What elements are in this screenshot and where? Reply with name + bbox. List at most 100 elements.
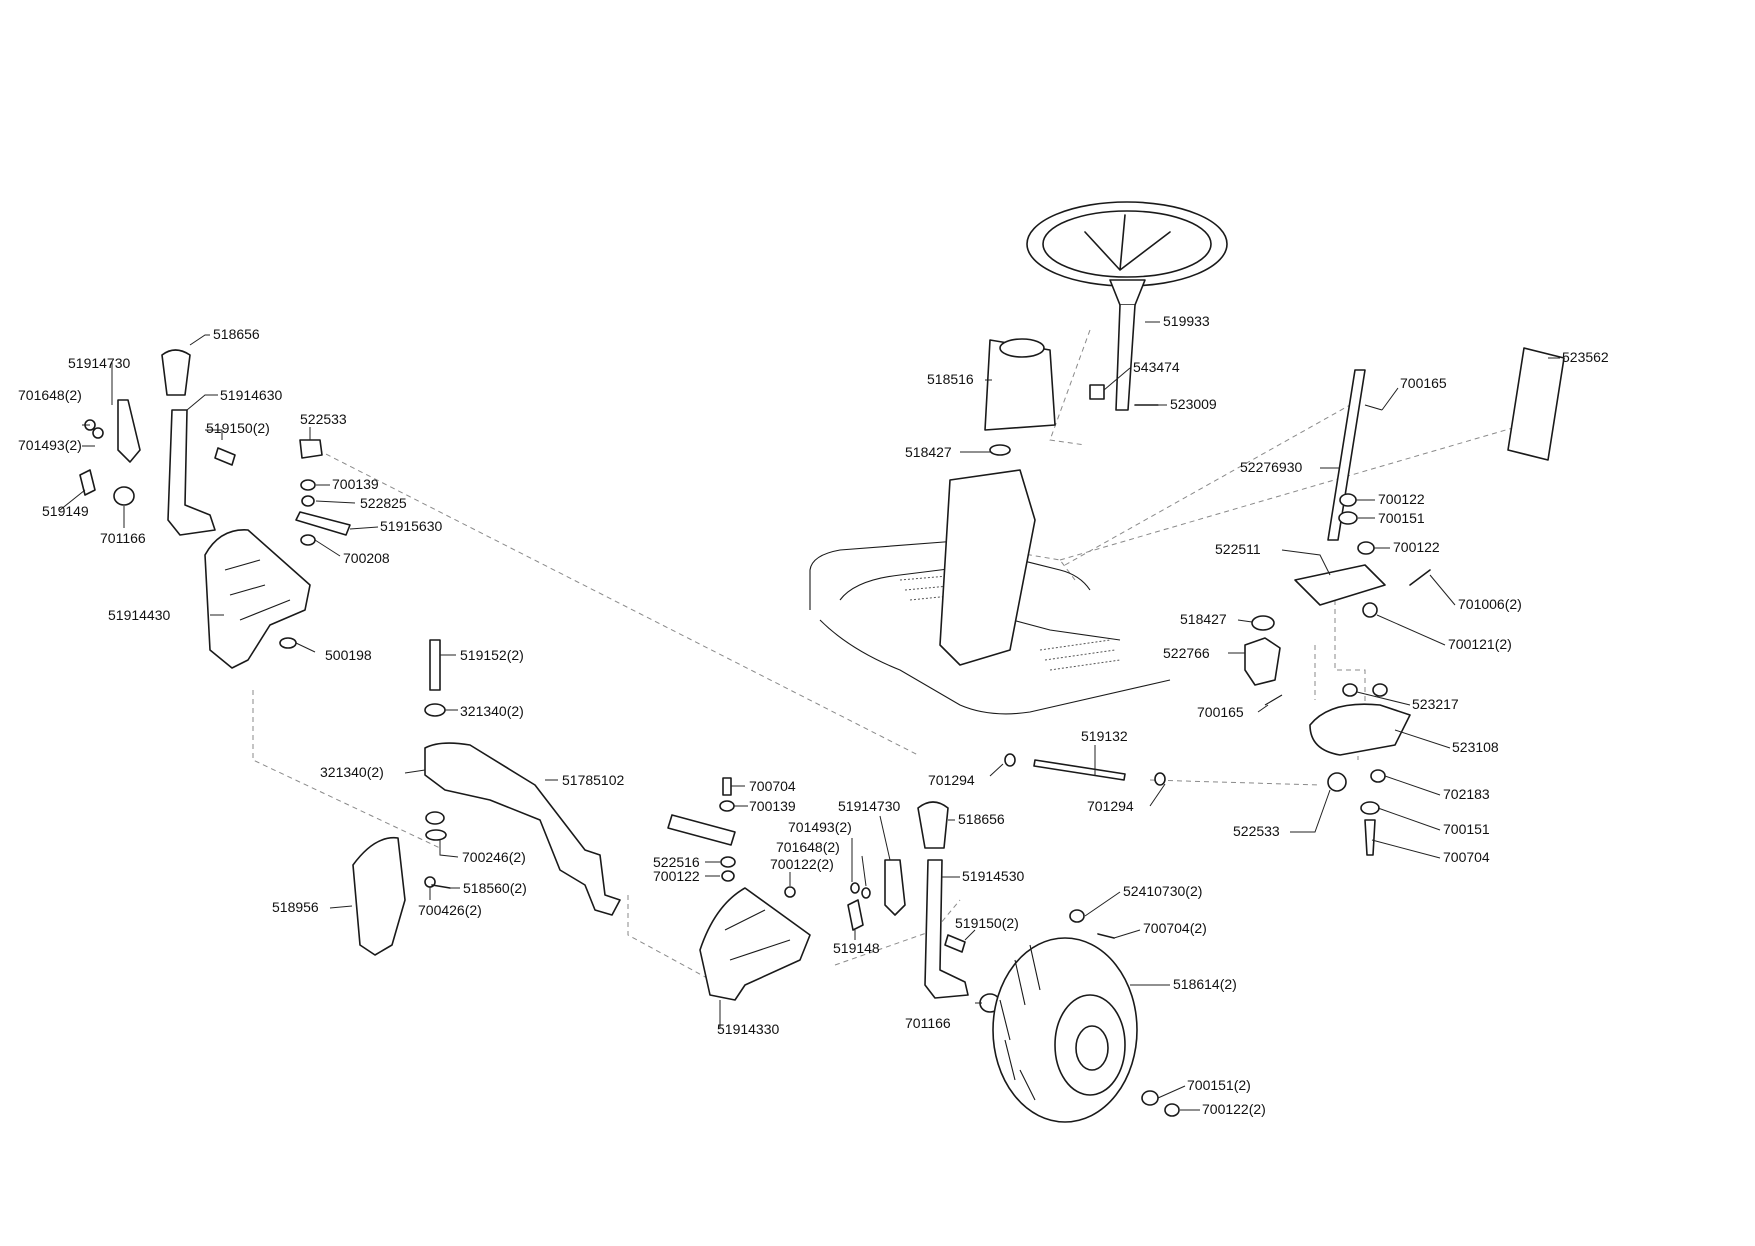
bushing-52410730 — [1069, 909, 1085, 923]
label-701648: 701648(2) — [18, 387, 82, 403]
bushing-518427b — [1251, 615, 1275, 631]
sector-gear-523108 — [1309, 703, 1411, 756]
label-321340: 321340(2) — [460, 703, 524, 719]
ring-701166a — [113, 486, 135, 506]
label-701493: 701493(2) — [788, 819, 852, 835]
axle-51785102 — [424, 742, 621, 916]
nut-700122c — [1164, 1103, 1180, 1117]
label-702183: 702183 — [1443, 786, 1490, 802]
knob-518656a — [161, 349, 191, 396]
washer-701493a — [92, 427, 104, 439]
label-52276930: 52276930 — [1240, 459, 1303, 475]
king-pin-519152 — [429, 639, 441, 691]
label-518427: 518427 — [1180, 611, 1227, 627]
label-701166: 701166 — [905, 1015, 951, 1031]
clip-701648b — [861, 887, 871, 899]
label-700704: 700704 — [1443, 849, 1490, 865]
nut-700122a — [721, 870, 735, 882]
label-700122: 700122(2) — [1202, 1101, 1266, 1117]
label-701648: 701648(2) — [776, 839, 840, 855]
label-700426: 700426(2) — [418, 902, 482, 918]
label-522533: 522533 — [300, 411, 347, 427]
bracket-51914730b — [884, 859, 906, 916]
clip-700246 — [425, 829, 447, 841]
key-543474 — [1089, 384, 1105, 400]
label-51785102: 51785102 — [562, 772, 625, 788]
label-701006: 701006(2) — [1458, 596, 1522, 612]
label-700122: 700122 — [1378, 491, 1425, 507]
label-543474: 543474 — [1133, 359, 1180, 375]
label-700121: 700121(2) — [1448, 636, 1512, 652]
label-519933: 519933 — [1163, 313, 1210, 329]
label-51914530: 51914530 — [962, 868, 1025, 884]
label-700122: 700122 — [1393, 539, 1440, 555]
label-701493: 701493(2) — [18, 437, 82, 453]
label-519150: 519150(2) — [955, 915, 1019, 931]
label-500198: 500198 — [325, 647, 372, 663]
label-522511: 522511 — [1215, 541, 1261, 557]
label-700704: 700704(2) — [1143, 920, 1207, 936]
label-51914630: 51914630 — [220, 387, 283, 403]
label-518427: 518427 — [905, 444, 952, 460]
steering-wheel-519933 — [1026, 201, 1228, 411]
label-523217: 523217 — [1412, 696, 1459, 712]
label-522516: 522516 — [653, 854, 700, 870]
bolt-701006 — [1409, 569, 1431, 586]
right-lever-assembly — [847, 801, 1001, 1013]
ball-joint-522533a — [299, 439, 323, 459]
spacer-522516 — [720, 856, 736, 868]
bracket-51914730a — [117, 399, 141, 463]
label-518656: 518656 — [958, 811, 1005, 827]
bolt-518560 — [431, 884, 451, 889]
label-700165: 700165 — [1197, 704, 1244, 720]
label-519149: 519149 — [42, 503, 89, 519]
label-700151: 700151(2) — [1187, 1077, 1251, 1093]
label-523009: 523009 — [1170, 396, 1217, 412]
label-700165: 700165 — [1400, 375, 1447, 391]
label-700246: 700246(2) — [462, 849, 526, 865]
ball-joint-522533b — [1327, 772, 1347, 792]
label-519152: 519152(2) — [460, 647, 524, 663]
label-518560: 518560(2) — [463, 880, 527, 896]
steering-column-tower — [939, 338, 1056, 666]
washer-700208 — [300, 534, 316, 546]
label-519132: 519132 — [1081, 728, 1128, 744]
nut-700122d — [1339, 493, 1357, 507]
washer-700151b — [1338, 511, 1358, 525]
label-523562: 523562 — [1562, 349, 1609, 365]
link-plate — [667, 814, 736, 846]
decal-523562 — [1507, 347, 1565, 461]
bushing-518427 — [989, 444, 1011, 456]
lever-51914630 — [167, 409, 216, 536]
label-700139: 700139 — [332, 476, 379, 492]
spacer-700121 — [1362, 602, 1378, 618]
washer-523217b — [1372, 683, 1388, 697]
front-axle-assembly — [352, 639, 621, 956]
center-quadrant-assembly — [667, 777, 811, 1001]
label-522766: 522766 — [1163, 645, 1210, 661]
nut-700139a — [300, 479, 316, 491]
label-523108: 523108 — [1452, 739, 1499, 755]
plate-522511 — [1294, 564, 1386, 606]
pin-519150a — [214, 447, 236, 466]
washer-500198 — [279, 637, 297, 649]
front-wheel-518614 — [992, 909, 1180, 1123]
label-522825: 522825 — [360, 495, 407, 511]
bushing-321340b — [425, 811, 445, 825]
label-700151: 700151 — [1443, 821, 1490, 837]
label-700704: 700704 — [749, 778, 796, 794]
left-lever-assembly — [79, 349, 311, 669]
pin-700165b — [1264, 694, 1283, 706]
nut-700139b — [719, 800, 735, 812]
label-51914730: 51914730 — [68, 355, 131, 371]
label-700151: 700151 — [1378, 510, 1425, 526]
label-518516: 518516 — [927, 371, 974, 387]
leader-lines — [59, 321, 1560, 1111]
bushing-321340a — [424, 703, 446, 717]
label-51914730: 51914730 — [838, 798, 901, 814]
label-518956: 518956 — [272, 899, 319, 915]
steering-linkage-right — [1244, 347, 1565, 856]
label-700122: 700122 — [653, 868, 700, 884]
